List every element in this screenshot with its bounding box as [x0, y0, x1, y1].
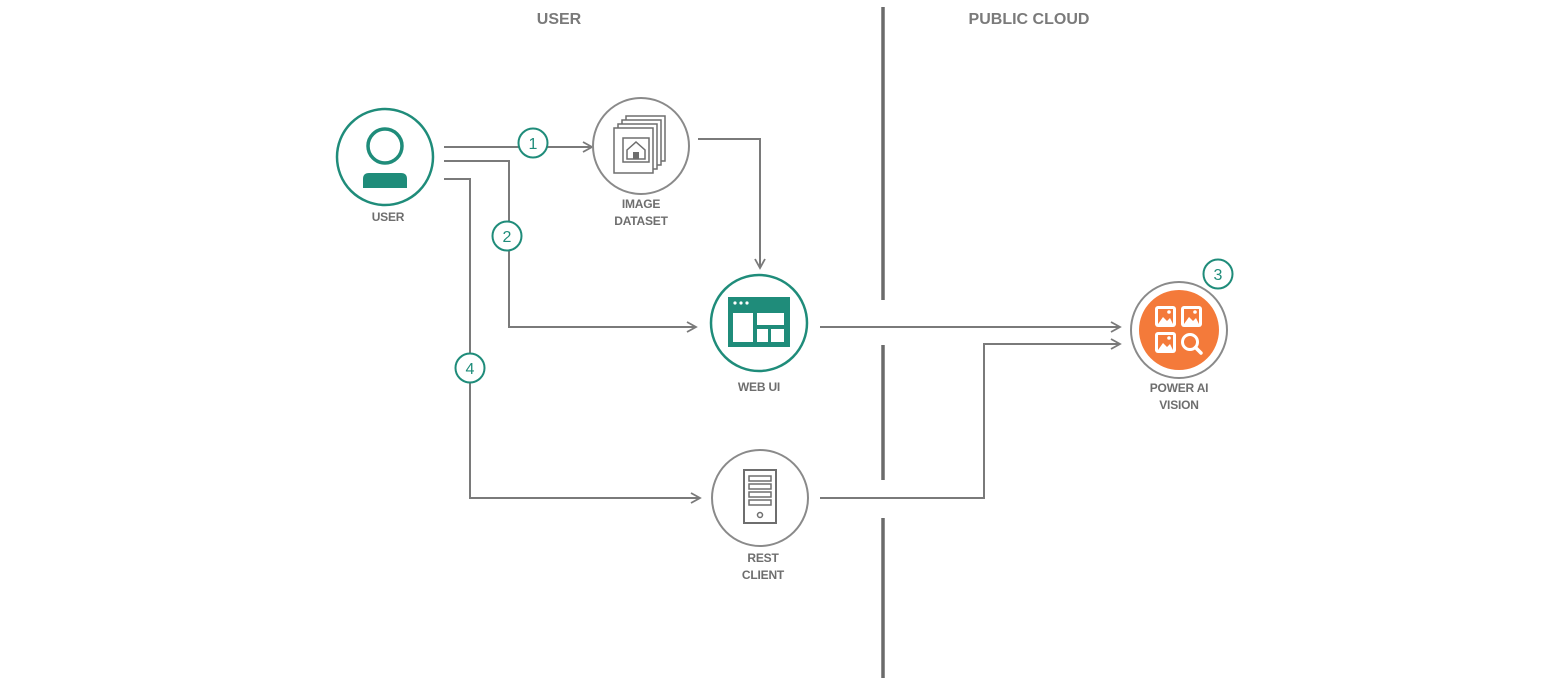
step-badge-1: 1	[517, 127, 549, 159]
svg-text:3: 3	[1214, 267, 1223, 284]
image-dataset-node[interactable]: IMAGE DATASET	[592, 97, 690, 228]
power-ai-vision-label-line2: VISION	[1159, 398, 1198, 412]
server-icon	[743, 469, 777, 524]
rest-client-node[interactable]: REST CLIENT	[711, 449, 809, 582]
user-label: USER	[372, 210, 405, 224]
image-dataset-label-line2: DATASET	[614, 214, 668, 228]
zone-title-public-cloud: PUBLIC CLOUD	[969, 11, 1090, 28]
image-dataset-label-line1: IMAGE	[622, 197, 661, 211]
browser-window-icon	[728, 297, 790, 347]
svg-text:2: 2	[503, 229, 512, 246]
flow-dataset-to-webui	[698, 138, 766, 270]
user-icon	[363, 127, 407, 188]
flow-rest-to-powerai	[820, 338, 1122, 499]
power-ai-vision-node[interactable]: POWER AI VISION	[1130, 281, 1228, 412]
step-badge-4: 4	[454, 352, 486, 384]
image-search-icon	[1155, 306, 1203, 355]
web-ui-label: WEB UI	[738, 380, 780, 394]
power-ai-vision-label-line1: POWER AI	[1150, 381, 1209, 395]
step-badge-2: 2	[491, 220, 523, 252]
rest-client-label-line2: CLIENT	[742, 568, 785, 582]
svg-text:4: 4	[466, 361, 475, 378]
image-stack-icon	[613, 115, 666, 174]
flow-user-to-rest-client	[444, 178, 702, 504]
web-ui-node[interactable]: WEB UI	[709, 273, 809, 394]
zone-title-user: USER	[537, 11, 582, 28]
svg-text:1: 1	[529, 136, 538, 153]
user-node[interactable]: USER	[335, 107, 435, 224]
step-badge-3: 3	[1202, 258, 1234, 290]
rest-client-label-line1: REST	[747, 551, 779, 565]
